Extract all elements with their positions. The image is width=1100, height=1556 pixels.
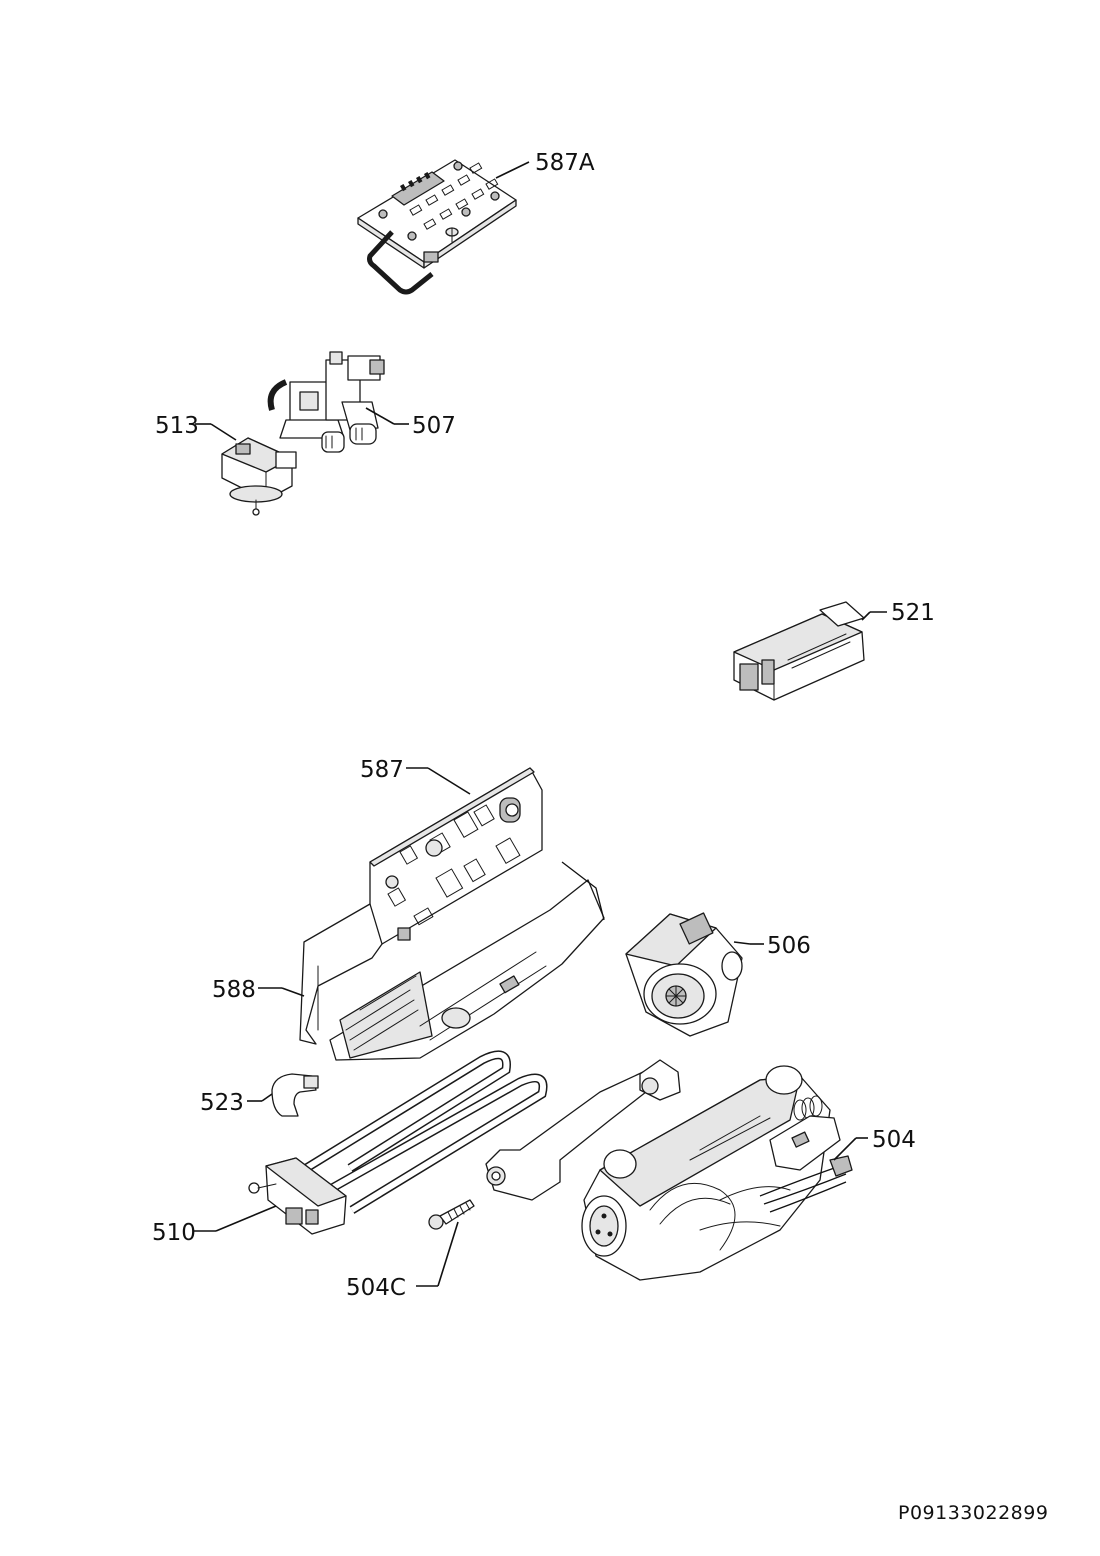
leader-523-b xyxy=(261,1093,273,1102)
part-513-pressure-switch xyxy=(221,437,297,516)
part-504c-screw xyxy=(428,1199,475,1230)
label-506: 506 xyxy=(767,933,811,959)
leader-504 xyxy=(833,1137,857,1161)
label-587a: 587A xyxy=(535,150,595,176)
label-504: 504 xyxy=(872,1127,916,1153)
document-id: P09133022899 xyxy=(898,1502,1048,1524)
part-587-main-control-board xyxy=(369,767,543,945)
leader-513-b xyxy=(210,423,237,441)
part-523-clip xyxy=(271,1073,319,1117)
leader-521 xyxy=(861,611,871,621)
part-521-door-lock xyxy=(733,601,865,701)
leader-587-b xyxy=(427,767,471,795)
leader-504c xyxy=(437,1221,459,1287)
leader-506 xyxy=(733,941,751,945)
part-507-inlet-valve xyxy=(267,351,385,453)
label-523: 523 xyxy=(200,1090,244,1116)
part-510-heating-element xyxy=(248,1050,548,1235)
label-507: 507 xyxy=(412,413,456,439)
label-587: 587 xyxy=(360,757,404,783)
label-521: 521 xyxy=(891,600,935,626)
part-506-drain-pump xyxy=(625,912,743,1037)
leader-507 xyxy=(365,407,395,425)
label-588: 588 xyxy=(212,977,256,1003)
leader-587a xyxy=(495,161,530,179)
label-504c: 504C xyxy=(346,1275,406,1301)
label-510: 510 xyxy=(152,1220,196,1246)
part-588-board-housing xyxy=(299,861,605,1061)
part-504-motor xyxy=(485,1059,853,1281)
part-587a-user-interface-board xyxy=(357,159,517,295)
label-513: 513 xyxy=(155,413,199,439)
leader-588-b xyxy=(281,987,305,997)
leader-510-b xyxy=(215,1205,277,1232)
